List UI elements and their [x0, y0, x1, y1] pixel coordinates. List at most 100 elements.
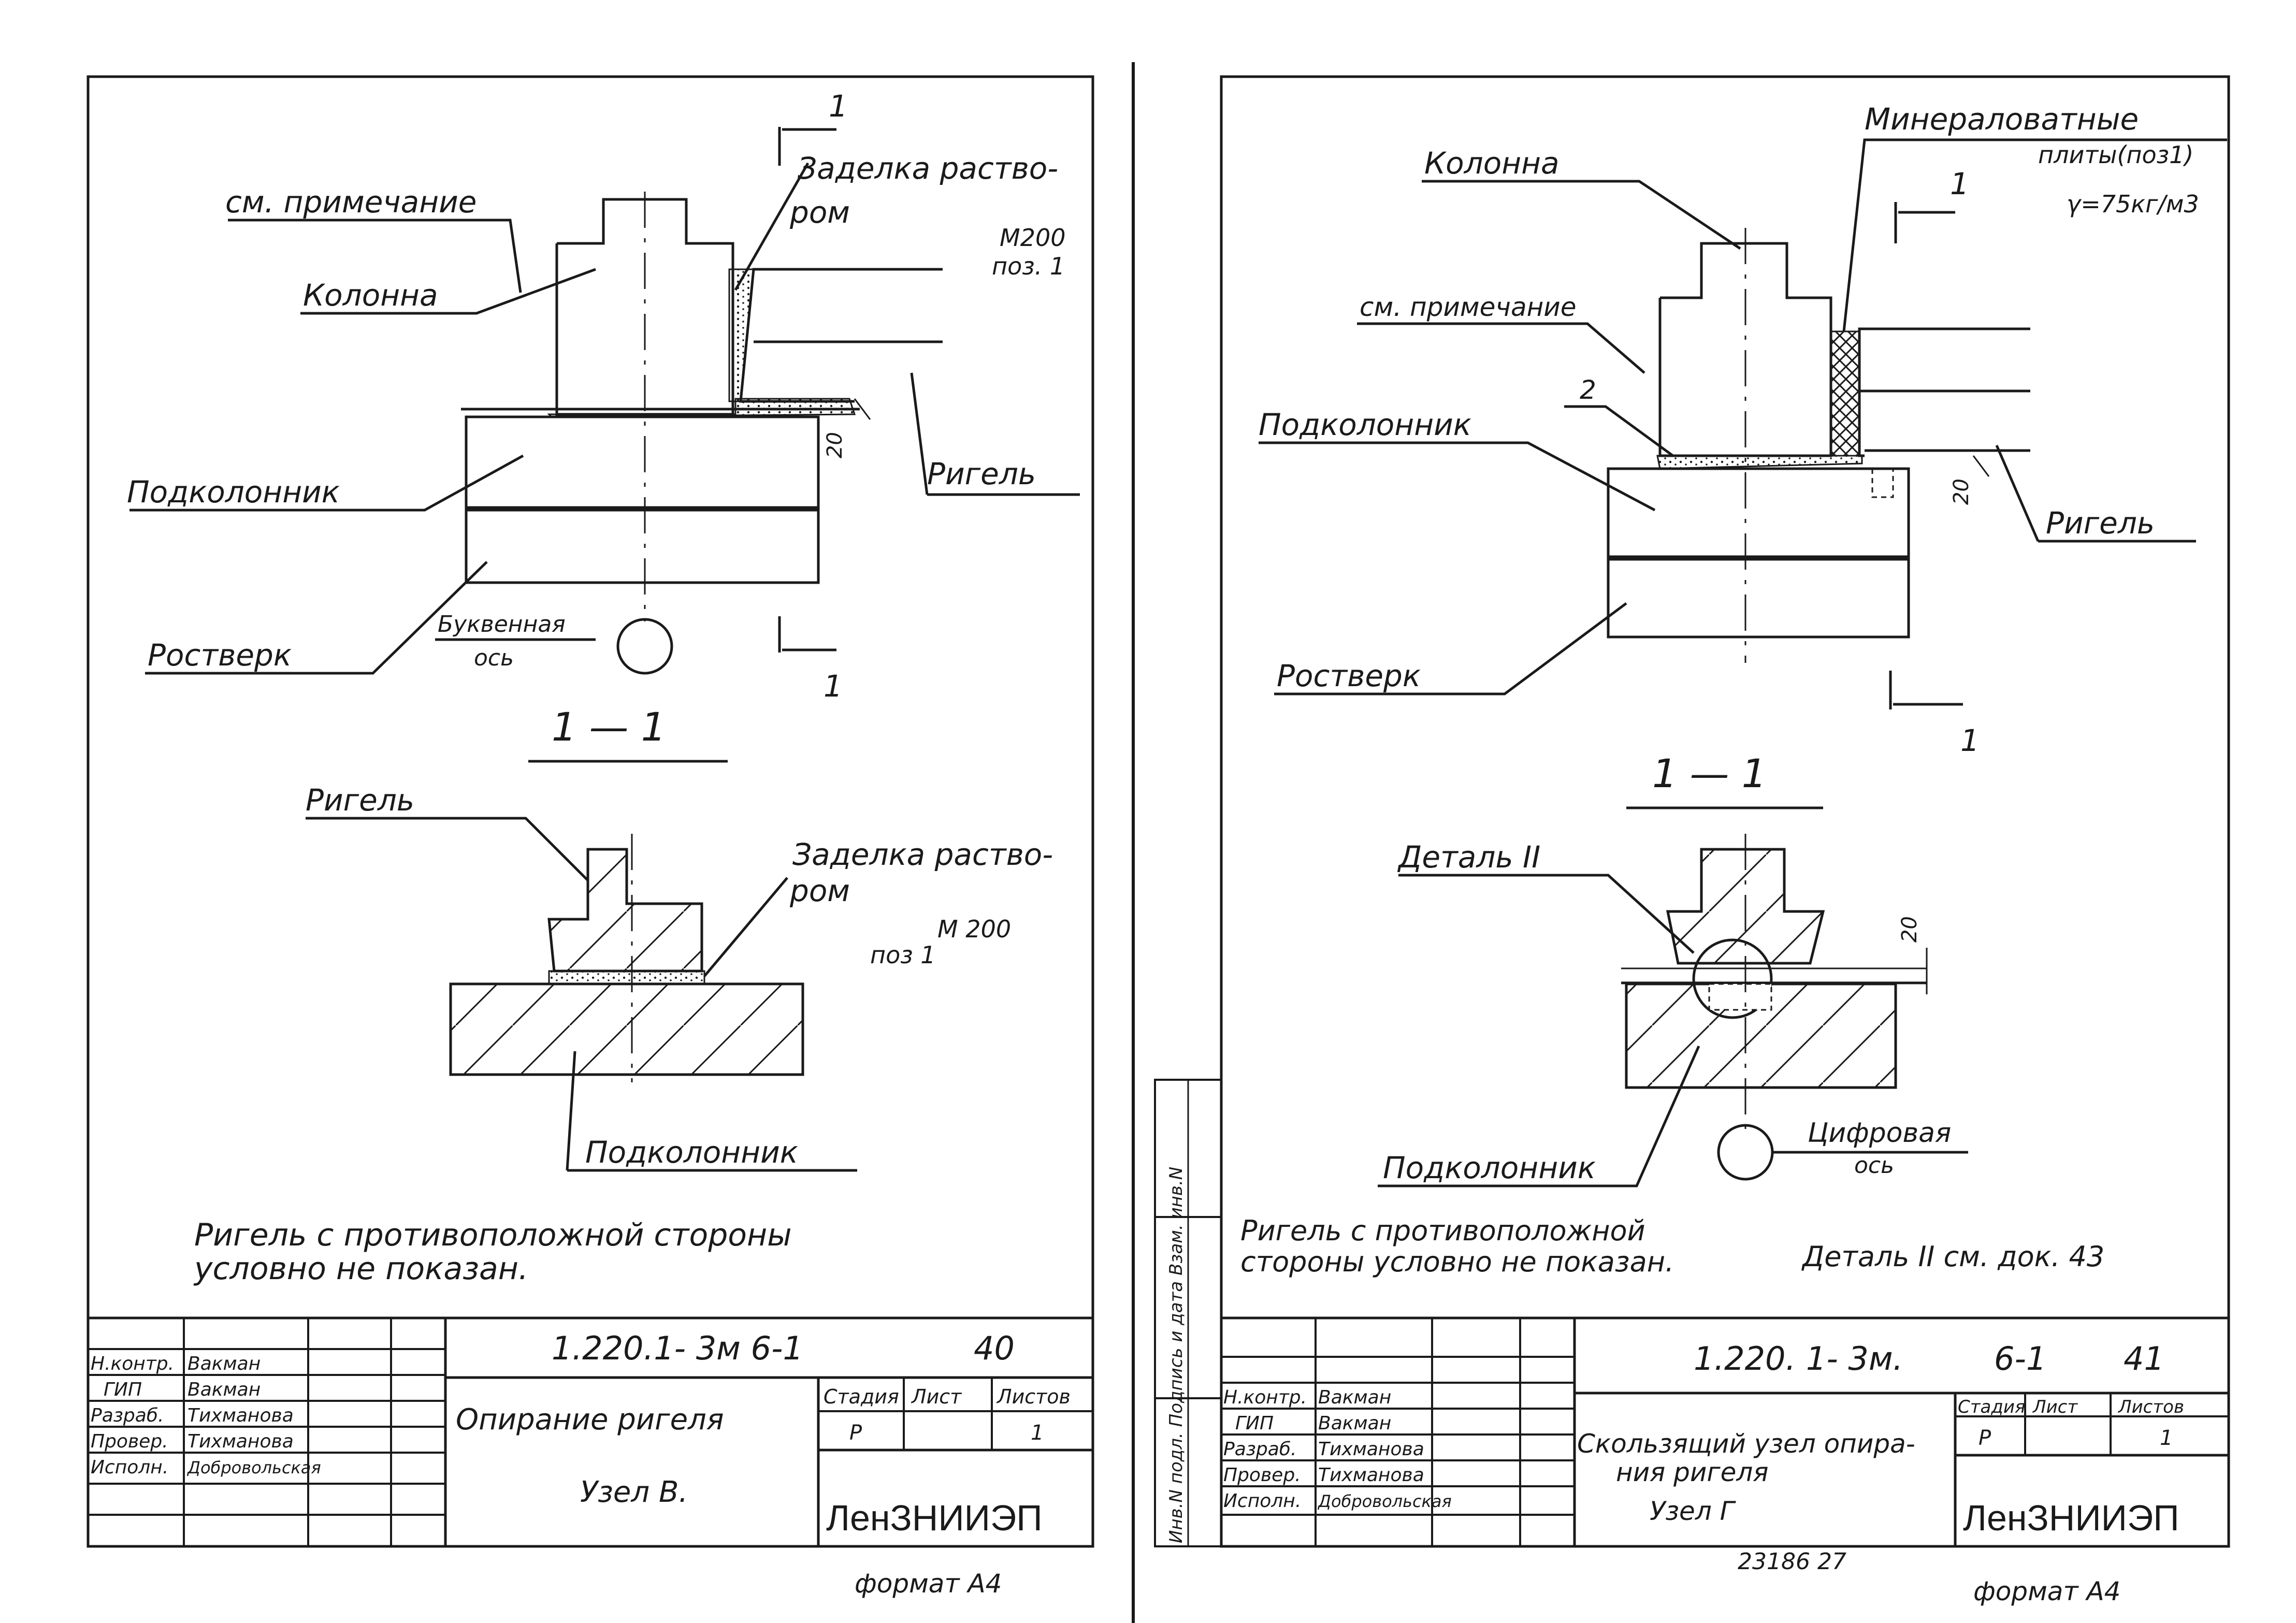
girder-outline: [739, 268, 943, 403]
labels-left: 1 Заделка раство- ром М200 поз. 1 см. пр…: [127, 89, 1066, 1287]
leader-pile-cap: [145, 561, 488, 675]
sub-column: [465, 415, 820, 509]
plate-dashed: [1871, 468, 1894, 498]
sheet-title-2: ния ригеля: [1616, 1457, 1768, 1487]
name-1: Вакман: [187, 1379, 261, 1400]
label-mineral-2: плиты(поз1): [2038, 141, 2193, 169]
leader-sub-column: [129, 454, 524, 512]
leader-sub-column: [1259, 441, 1656, 512]
sec-label-mortar-2: ром: [789, 873, 850, 908]
doc-mid: 6-1: [1994, 1340, 2046, 1378]
note-detail-ref: Деталь II см. док. 43: [1801, 1240, 2104, 1273]
section-title: 1 — 1: [1652, 750, 1767, 796]
label-dim-20: 20: [823, 432, 847, 458]
name-2: Тихманова: [1318, 1439, 1424, 1460]
format-label: формат А4: [855, 1569, 1002, 1599]
role-0: Н.контр.: [91, 1353, 174, 1374]
name-2: Тихманова: [187, 1405, 294, 1426]
org-name: ЛенЗНИИЭП: [1963, 1498, 2179, 1538]
label-cut-bottom: 1: [1960, 723, 1980, 758]
leader-column: [300, 268, 596, 315]
sec-label-girder: Ригель: [306, 782, 414, 818]
name-0: Вакман: [1318, 1387, 1391, 1408]
sheet-subtitle: Узел Г: [1650, 1496, 1737, 1526]
label-dim-20: 20: [1950, 479, 1973, 505]
section-view-left: [306, 817, 857, 1172]
role-3: Провер.: [1223, 1465, 1301, 1486]
section-title: 1 — 1: [552, 704, 666, 750]
label-pile-cap: Ростверк: [148, 637, 292, 673]
name-4: Добровольская: [186, 1458, 321, 1477]
detail-circle: [1692, 938, 1773, 1019]
label-see-note: см. примечание: [1360, 292, 1577, 322]
sec-leader-subcol-2: [566, 1051, 576, 1171]
stage: Р: [1979, 1426, 1991, 1450]
label-see-note: см. примечание: [225, 184, 477, 220]
note-line-2: стороны условно не показан.: [1240, 1245, 1674, 1278]
title-block-right: [1221, 1316, 2229, 1546]
sub-column: [1607, 467, 1910, 558]
digital-axis-bubble: [1717, 1124, 1774, 1181]
label-mortar-2: ром: [789, 195, 850, 230]
sheet-frame: [86, 75, 1094, 1548]
labels-right: Минераловатные плиты(поз1) γ=75кг/м3 Кол…: [1240, 102, 2199, 1278]
doc-code: 1.220.1- 3м 6-1: [552, 1329, 803, 1367]
format-label: формат А4: [1973, 1576, 2120, 1606]
doc-no: 40: [974, 1329, 1015, 1367]
sec-girder: [547, 848, 703, 973]
label-column: Колонна: [303, 278, 438, 313]
col-sheet: Лист: [2032, 1397, 2078, 1417]
label-axis-2: ось: [474, 645, 514, 671]
sec-leader-mortar: [703, 877, 788, 977]
doc-code: 1.220. 1- 3м.: [1694, 1340, 1903, 1378]
plan-view-right: [1259, 138, 2227, 809]
label-cut-bottom: 1: [824, 669, 843, 704]
sheet-subtitle: Узел В.: [580, 1475, 688, 1509]
note-line-1: Ригель с противоположной стороны: [194, 1217, 792, 1253]
leader-see-note: [1357, 322, 1645, 374]
role-2: Разраб.: [91, 1405, 164, 1426]
label-gamma: γ=75кг/м3: [2067, 190, 2199, 218]
sheets-count: 1: [2160, 1426, 2173, 1450]
name-4: Добровольская: [1317, 1491, 1452, 1511]
name-3: Тихманова: [1318, 1465, 1424, 1486]
sec-label-detail: Деталь II: [1397, 839, 1540, 875]
sheet-title: Опирание ригеля: [456, 1403, 724, 1437]
leader-see-note: [228, 219, 522, 293]
leader-girder-2: [910, 372, 929, 495]
title-block-left: [88, 1316, 1093, 1546]
col-stage: Стадия: [824, 1385, 899, 1408]
role-4: Исполн.: [1223, 1490, 1301, 1512]
sheet-title: Скользящий узел опира-: [1577, 1429, 1915, 1459]
sec-label-pos: поз 1: [870, 941, 936, 969]
leader-column: [1422, 180, 1741, 250]
doc-no: 41: [2124, 1340, 2164, 1378]
label-girder: Ригель: [2046, 505, 2155, 541]
sheet-right: Инв.N подл. Подпись и дата Взам. инв.N: [1154, 75, 2230, 1606]
col-sheet: Лист: [911, 1385, 962, 1408]
col-stage: Стадия: [1958, 1397, 2025, 1417]
label-girder: Ригель: [927, 456, 1036, 491]
pile-cap: [465, 509, 820, 584]
label-pos: поз. 1: [992, 252, 1065, 280]
sec-label-subcol: Подколонник: [585, 1135, 798, 1170]
sec-label-axis-2: ось: [1854, 1152, 1894, 1179]
sec-label-axis: Цифровая: [1808, 1118, 1951, 1149]
letter-axis-bubble: [616, 618, 673, 675]
label-pile-cap: Ростверк: [1277, 658, 1421, 693]
title-block-left-text: Н.контр. ГИП Разраб. Провер. Исполн. Вак…: [91, 1329, 1071, 1509]
leader-num-2: [1564, 405, 1674, 457]
mineral-plate: [1830, 330, 1860, 457]
pile-cap: [1607, 558, 1910, 639]
dim-20-line: [854, 398, 871, 420]
role-1: ГИП: [104, 1379, 142, 1400]
name-1: Вакман: [1318, 1413, 1391, 1434]
sec-label-mortar: Заделка раство-: [792, 837, 1053, 872]
role-1: ГИП: [1235, 1413, 1274, 1434]
leader-pile-cap: [1274, 602, 1627, 695]
role-4: Исполн.: [91, 1457, 168, 1478]
sec-label-subcol: Подколонник: [1383, 1150, 1596, 1185]
col-sheets: Листов: [996, 1385, 1071, 1408]
